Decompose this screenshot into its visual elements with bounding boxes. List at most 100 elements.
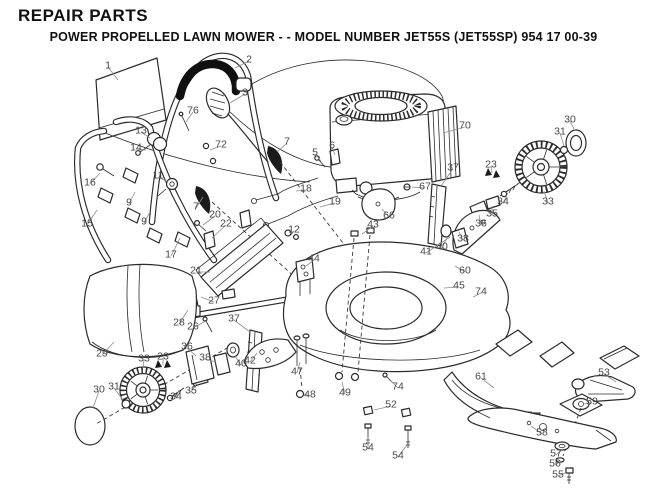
pulley-screw bbox=[403, 183, 411, 191]
callout-leader-7 bbox=[276, 142, 288, 153]
handle-grip bbox=[175, 59, 241, 101]
callout-leader-66 bbox=[381, 208, 390, 218]
part-callout-5: 5 bbox=[312, 147, 318, 159]
handle-bracket bbox=[267, 146, 283, 174]
cooling-fins bbox=[427, 105, 461, 183]
part-callout-72: 72 bbox=[215, 139, 227, 151]
callout-leader-74 bbox=[472, 292, 482, 298]
part-callout-20: 20 bbox=[209, 209, 221, 221]
part-callout-17: 17 bbox=[165, 249, 177, 261]
belt-cover bbox=[357, 188, 400, 221]
part-callout-23: 23 bbox=[157, 351, 169, 363]
nut bbox=[350, 372, 360, 382]
callout-leader-38 bbox=[204, 358, 217, 363]
callout-leader-27 bbox=[200, 296, 215, 303]
lock-washer bbox=[555, 457, 565, 463]
part-callout-57: 57 bbox=[550, 448, 562, 460]
bottom-fasteners bbox=[293, 333, 412, 448]
handle-bracket bbox=[195, 186, 211, 214]
callout-leader-35 bbox=[190, 382, 198, 393]
callout-leader-28 bbox=[178, 309, 189, 325]
part-callout-56: 56 bbox=[549, 458, 561, 470]
axle-plate bbox=[185, 345, 215, 385]
part-callout-74: 74 bbox=[475, 286, 487, 298]
callout-leader-34 bbox=[502, 192, 509, 204]
part-callout-35: 35 bbox=[486, 208, 498, 220]
callout-leader-6 bbox=[331, 146, 336, 156]
door-hinge bbox=[239, 209, 252, 229]
front-bracket bbox=[295, 257, 315, 296]
model-subtitle: POWER PROPELLED LAWN MOWER - - MODEL NUM… bbox=[49, 30, 598, 44]
callout-leader-31 bbox=[113, 387, 124, 401]
callout-leader-61 bbox=[480, 377, 495, 389]
part-callout-11: 11 bbox=[153, 170, 164, 182]
callout-leader-40 bbox=[234, 355, 242, 366]
part-callout-6: 6 bbox=[329, 140, 335, 152]
height-adjuster-left bbox=[226, 329, 297, 393]
part-callout-2: 2 bbox=[246, 54, 252, 66]
callout-leader-67 bbox=[411, 186, 426, 189]
part-callout-41: 41 bbox=[420, 246, 432, 258]
callout-leader-29 bbox=[101, 341, 115, 356]
part-callout-14: 14 bbox=[130, 142, 142, 154]
rear-door bbox=[200, 223, 284, 297]
callout-leader-7 bbox=[195, 196, 204, 209]
part-callout-33: 33 bbox=[542, 196, 554, 208]
callout-leader-1 bbox=[107, 66, 119, 81]
part-callout-30: 30 bbox=[93, 384, 105, 396]
part-callout-36: 36 bbox=[475, 218, 487, 230]
part-callout-52: 52 bbox=[385, 399, 397, 411]
dust-cap bbox=[74, 406, 106, 446]
callout-leader-37 bbox=[440, 168, 454, 187]
support-clip bbox=[221, 288, 236, 300]
part-callout-40: 40 bbox=[235, 358, 247, 370]
part-callout-74: 74 bbox=[392, 381, 404, 393]
mulch-plate bbox=[495, 329, 533, 357]
callout-leader-5 bbox=[314, 153, 322, 162]
engine bbox=[250, 90, 461, 241]
callout-leader-19 bbox=[319, 202, 336, 208]
handle-clamp bbox=[122, 167, 139, 184]
blade bbox=[467, 407, 617, 450]
callout-leader-44 bbox=[305, 259, 315, 267]
axle-bracket bbox=[485, 195, 501, 210]
callout-leader-70 bbox=[442, 126, 466, 134]
deck-bolt bbox=[293, 333, 310, 389]
part-callout-21: 21 bbox=[190, 265, 202, 277]
part-callout-7: 7 bbox=[284, 136, 290, 148]
callout-leader-54 bbox=[397, 444, 408, 458]
part-callout-54: 54 bbox=[362, 442, 374, 454]
part-callout-27: 27 bbox=[208, 295, 220, 307]
callout-leader-2 bbox=[234, 60, 250, 69]
callout-leader-38 bbox=[458, 231, 464, 241]
callout-leader-52 bbox=[373, 405, 392, 411]
part-callout-9: 9 bbox=[141, 216, 147, 228]
callout-leader-26 bbox=[192, 321, 205, 329]
support-screw bbox=[202, 316, 213, 333]
part-callout-16: 16 bbox=[84, 177, 96, 189]
callout-leader-20 bbox=[202, 215, 216, 226]
part-callout-28: 28 bbox=[173, 317, 185, 329]
callout-leader-60 bbox=[454, 265, 466, 273]
part-callout-38: 38 bbox=[199, 352, 211, 364]
part-callout-30: 30 bbox=[564, 114, 576, 126]
callout-leader-17 bbox=[170, 237, 181, 257]
callout-leader-55 bbox=[557, 472, 566, 477]
callout-leader-45 bbox=[443, 286, 460, 289]
part-callout-53: 53 bbox=[598, 367, 610, 379]
part-callout-19: 19 bbox=[329, 196, 341, 208]
part-callout-48: 48 bbox=[304, 389, 316, 401]
part-callout-26: 26 bbox=[187, 321, 199, 333]
door-bolt bbox=[194, 220, 207, 232]
callout-leader-14 bbox=[135, 148, 147, 151]
callout-leader-37 bbox=[233, 319, 251, 333]
part-callout-13: 13 bbox=[135, 125, 147, 137]
screw bbox=[202, 142, 210, 150]
part-callout-40: 40 bbox=[436, 241, 448, 253]
callout-leader-72 bbox=[209, 145, 222, 151]
control-lever bbox=[205, 77, 269, 163]
washer bbox=[559, 145, 569, 155]
callout-leader-13 bbox=[140, 131, 151, 139]
part-callout-47: 47 bbox=[291, 366, 303, 378]
